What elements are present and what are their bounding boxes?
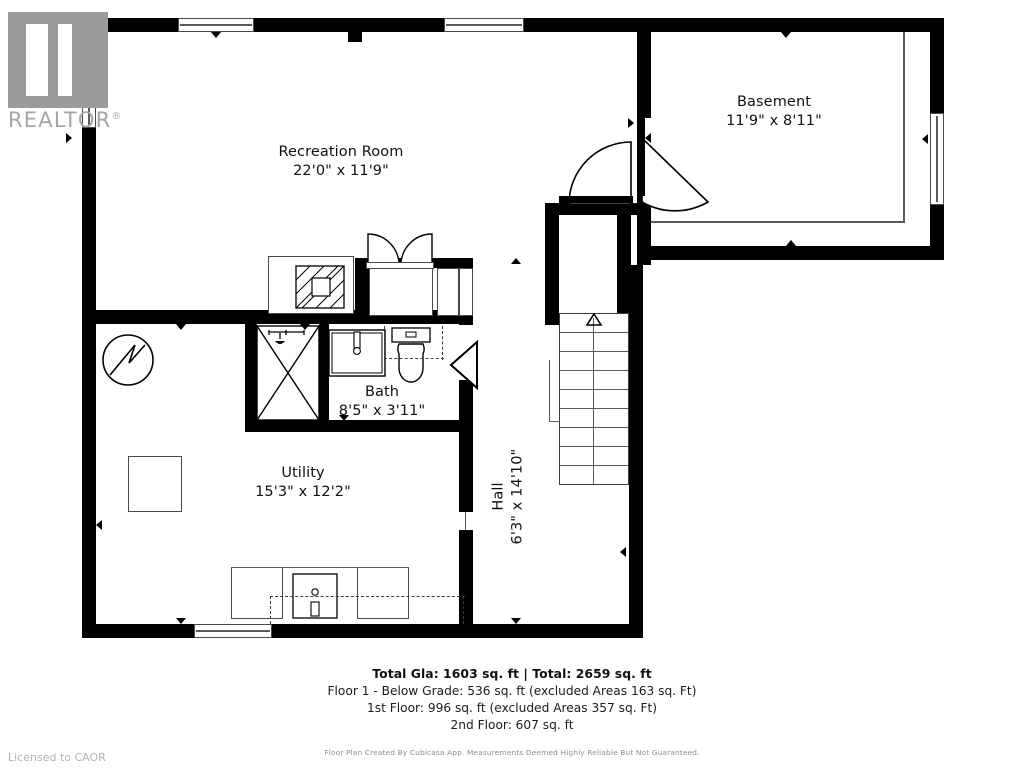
dim-arrow-right-window [922, 134, 928, 144]
laundry-clearance-right [463, 596, 464, 624]
furnace-hatched-icon [295, 265, 345, 309]
wall-bath-vertical-left [245, 324, 257, 432]
dim-arrow-rec-left [176, 324, 186, 330]
laundry-counter [231, 567, 409, 569]
wall-left-lower [82, 324, 96, 638]
basement-inner-outline-bottom [651, 221, 905, 223]
dim-arrow-utility-bottom [176, 618, 186, 624]
wall-left-upper-b [82, 128, 96, 324]
wall-closet-top [545, 203, 637, 215]
dim-arrow-basement-bottom [786, 240, 796, 246]
footer-total-line: Total Gla: 1603 sq. ft | Total: 2659 sq.… [372, 666, 652, 681]
room-label-hall: Hall 6'3" x 14'10" [490, 448, 525, 545]
wall-top-mid [524, 18, 944, 32]
pocket-door-bath [449, 339, 478, 391]
plan-footer: Total Gla: 1603 sq. ft | Total: 2659 sq.… [0, 666, 1024, 757]
dim-arrow-left-window [66, 133, 72, 143]
dim-arrow-utility-left [96, 520, 102, 530]
dim-arrow-basement-door [645, 133, 651, 143]
dim-arrow-rec-right [300, 324, 310, 330]
wall-hall-left-b [459, 530, 473, 638]
sink-icon [328, 329, 386, 377]
realtor-wordmark: REALTOR® [8, 108, 123, 132]
wall-basement-bottom [637, 246, 944, 260]
dim-arrow-top-1 [211, 32, 221, 38]
laundry-clearance [270, 596, 465, 597]
dim-arrow-rec-mid [511, 258, 521, 264]
wall-vertical-center-upper [637, 18, 651, 118]
washer-icon [231, 567, 283, 619]
stairs-up-arrow-icon [585, 312, 603, 326]
dim-arrow-closet-left [628, 118, 634, 128]
room-label-bath: Bath 8'5" x 3'11" [338, 384, 426, 419]
stair-center-line [593, 318, 595, 484]
wall-bottom-mid [272, 624, 643, 638]
wall-top-left-2 [254, 18, 444, 32]
closet-door-panel [366, 262, 434, 269]
stair-rail-left-cap [549, 421, 560, 423]
wall-rec-bottom-left [82, 310, 272, 324]
wall-bottom-left [82, 624, 194, 638]
door-panel-basement [637, 118, 645, 196]
dim-arrow-bath-bottom [339, 415, 349, 421]
laundry-clearance-left [270, 596, 271, 624]
toilet-clearance-left [384, 326, 385, 360]
window-top-right-pane [446, 24, 522, 26]
room-label-utility: Utility 15'3" x 12'2" [255, 465, 351, 500]
footer-floor2: 1st Floor: 996 sq. ft (excluded Areas 35… [366, 701, 658, 715]
wall-right-upper [930, 18, 944, 126]
window-right-basement-pane [936, 116, 938, 202]
wall-closet-left [545, 203, 559, 325]
footer-floor3: 2nd Floor: 607 sq. ft [450, 718, 574, 732]
hall-doorway-gap [465, 512, 467, 530]
cabinet-narrow-2 [459, 268, 473, 316]
wall-bath-top-a [355, 258, 369, 316]
toilet-clearance-top [384, 358, 444, 359]
footer-floor1: Floor 1 - Below Grade: 536 sq. ft (exclu… [327, 684, 697, 698]
logo-bar-right [58, 24, 72, 96]
shower-icon [256, 325, 320, 421]
window-bottom-pane [196, 630, 270, 632]
cabinet-narrow [437, 268, 459, 316]
window-top-left-pane [180, 24, 252, 26]
toilet-icon [391, 327, 431, 383]
wall-stairs-right [629, 265, 643, 637]
closet-double-doors-icon [367, 233, 433, 266]
utility-tank-icon [128, 456, 182, 512]
toilet-clearance-right [442, 326, 443, 360]
door-panel-left [559, 196, 633, 203]
room-label-basement: Basement 11'9" x 8'11" [726, 94, 822, 129]
stair-rail-left [549, 360, 551, 422]
shower-head-icon [268, 330, 305, 344]
dim-arrow-hall-right [620, 547, 626, 557]
dim-arrow-shower-left [248, 368, 254, 378]
dryer-icon [357, 567, 409, 619]
electrical-panel-icon [102, 334, 154, 386]
dim-arrow-hall-bottom [511, 618, 521, 624]
basement-inner-outline-top [903, 32, 905, 222]
door-swing-basement [641, 136, 710, 212]
wall-top-notch [348, 32, 362, 42]
water-heater-icon [369, 268, 433, 316]
wall-closet-right [617, 203, 631, 323]
wall-bath-bottom [245, 420, 473, 432]
footer-disclaimer: Floor Plan Created By Cubicasa App. Meas… [324, 748, 700, 757]
realtor-watermark: REALTOR® [8, 12, 123, 132]
logo-bar-left [26, 24, 48, 96]
room-label-recreation-room: Recreation Room 22'0" x 11'9" [278, 144, 404, 179]
dim-arrow-top-2 [781, 32, 791, 38]
license-text: Licensed to CAOR [8, 751, 106, 764]
wall-bath-right-lower [459, 380, 473, 432]
wall-hall-left-a [459, 432, 473, 512]
wall-bath-vertical-mid [319, 324, 329, 420]
